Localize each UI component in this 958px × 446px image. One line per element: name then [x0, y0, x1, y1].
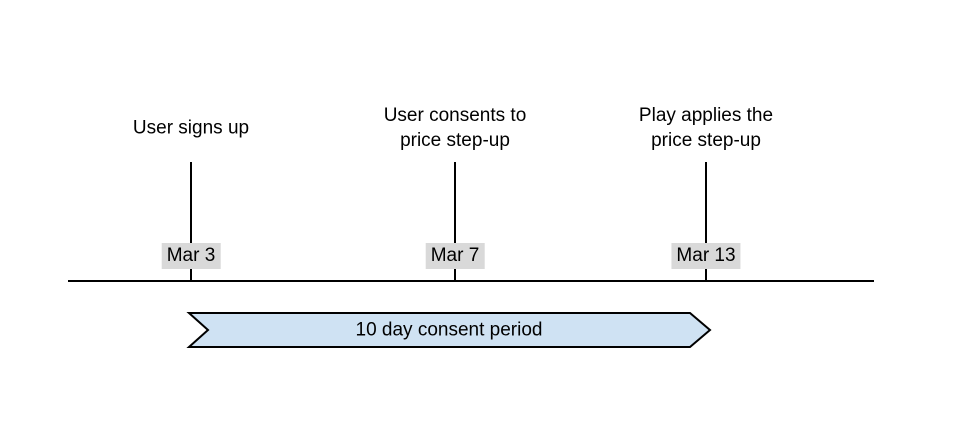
event-date-badge: Mar 7: [425, 243, 485, 269]
event-date-badge: Mar 13: [671, 243, 741, 269]
event-tick-line: [190, 162, 192, 280]
timeline-axis: [68, 280, 874, 282]
event-title: User consents to price step-up: [383, 105, 527, 151]
event-title: User signs up: [132, 117, 250, 139]
event-tick-line: [454, 162, 456, 280]
consent-period-label: 10 day consent period: [355, 319, 543, 341]
event-tick-line: [705, 162, 707, 280]
event-title: Play applies the price step-up: [638, 105, 774, 151]
event-date-badge: Mar 3: [161, 243, 221, 269]
